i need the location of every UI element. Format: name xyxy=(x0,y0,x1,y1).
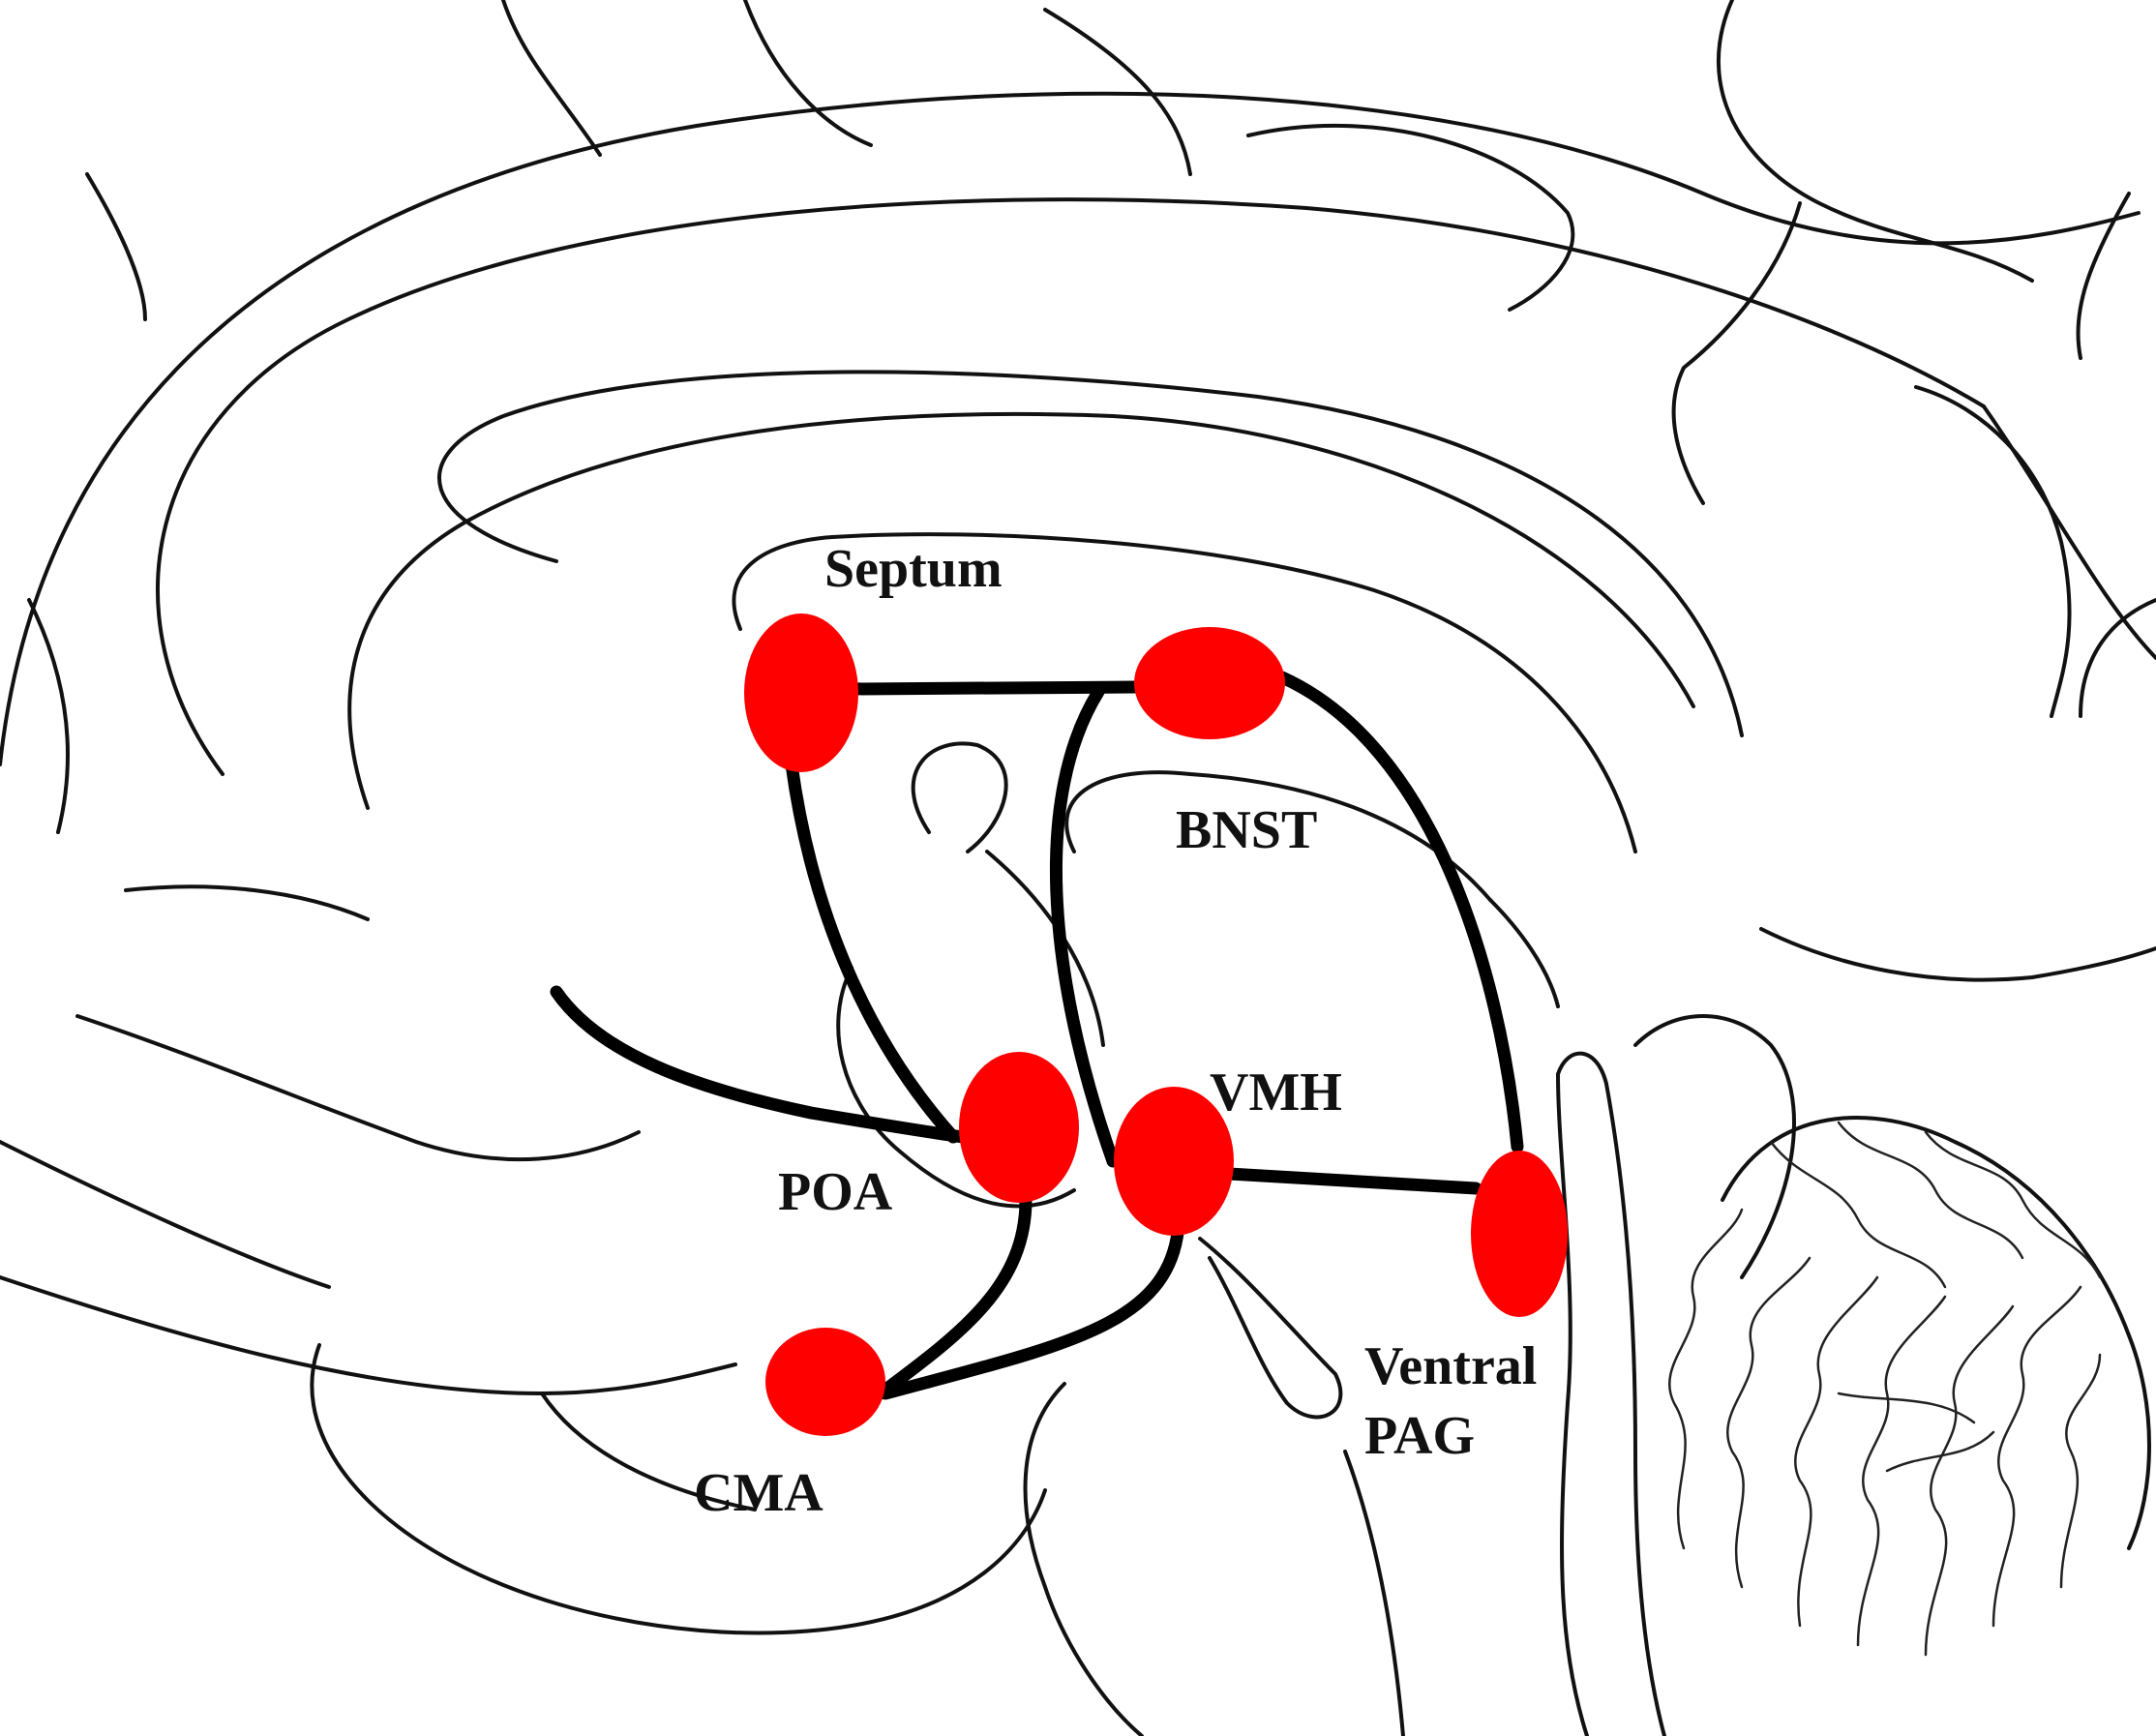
sulcus-11 xyxy=(124,884,370,921)
cortex-outer-arc xyxy=(0,91,2141,766)
folia-8 xyxy=(1769,1140,1947,1289)
label-bnst: BNST xyxy=(1176,800,1317,860)
nucleus-poa[interactable] xyxy=(959,1052,1079,1203)
label-cma: CMA xyxy=(694,1463,823,1523)
label-ventral-pag-line2: PAG xyxy=(1364,1406,1475,1466)
pituitary-stalk xyxy=(1198,1237,1343,1420)
label-ventral-pag-line1: Ventral xyxy=(1364,1336,1537,1396)
aqueduct-left xyxy=(1556,1072,1589,1736)
folia-7 xyxy=(2059,1353,2102,1589)
corpus-callosum-lower xyxy=(732,532,1637,853)
cingulate-inner-arc xyxy=(347,411,1695,810)
sulcus-5 xyxy=(1716,0,2034,283)
folia-arbor xyxy=(1837,1392,1995,1473)
label-poa: POA xyxy=(778,1162,893,1222)
temporal-inner xyxy=(540,1392,757,1512)
neural-pathways xyxy=(550,671,1524,1400)
occipital-line xyxy=(1982,404,2156,660)
orbital-line xyxy=(0,1140,331,1289)
nucleus-bnst[interactable] xyxy=(1134,627,1285,739)
tectum-line xyxy=(1488,898,1560,1008)
folia-6 xyxy=(1991,1285,2082,1628)
tentorium-line xyxy=(1759,927,2156,982)
pathway-septum-poa xyxy=(785,758,960,1144)
nucleus-vmh[interactable] xyxy=(1114,1087,1234,1236)
sulcus-10 xyxy=(85,172,147,321)
cerebellum-folia xyxy=(1668,1121,2102,1657)
pathway-vmh-vpag xyxy=(1222,1167,1482,1195)
label-vmh: VMH xyxy=(1210,1063,1342,1122)
pons-back xyxy=(1633,1014,1796,1279)
cingulate-outer-arc xyxy=(156,197,1986,776)
folia-1 xyxy=(1668,1208,1744,1550)
pathway-septum-bnst xyxy=(845,680,1141,696)
folia-2 xyxy=(1726,1256,1812,1589)
sulcus-12 xyxy=(27,598,70,834)
nuclei xyxy=(744,614,1568,1436)
pathway-vmh-cma xyxy=(879,1217,1185,1400)
frontal-base-line xyxy=(0,1275,737,1395)
sulcus-4 xyxy=(1246,124,1575,312)
folia-3 xyxy=(1794,1275,1879,1628)
sulcus-9 xyxy=(2079,598,2156,718)
sulcus-8 xyxy=(1914,385,2072,718)
labels: Septum BNST POA VMH CMA Ventral PAG xyxy=(694,539,1537,1523)
sulcus-2 xyxy=(743,0,873,147)
sulcus-1 xyxy=(501,0,602,157)
pathway-poa-cma xyxy=(874,1193,1033,1400)
cerebellum-outer xyxy=(1721,1116,2151,1550)
midbrain-outline xyxy=(1023,1382,1144,1736)
label-septum: Septum xyxy=(824,539,1003,599)
fornix-curve xyxy=(1064,770,1492,902)
aqueduct-top xyxy=(1556,1051,1608,1086)
pathway-bnst-vpag xyxy=(1275,671,1524,1153)
nucleus-cma[interactable] xyxy=(765,1328,885,1436)
folia-4 xyxy=(1856,1295,1947,1647)
brainstem-front xyxy=(1343,1450,1405,1736)
nucleus-septum[interactable] xyxy=(744,614,858,772)
gyrus-rectus-line xyxy=(75,1014,641,1162)
folia-10 xyxy=(1924,1130,2102,1279)
folia-5 xyxy=(1924,1304,2015,1657)
corpus-callosum-upper xyxy=(437,370,1744,737)
folia-9 xyxy=(1837,1121,2024,1260)
pathway-bnst-vmh xyxy=(1050,685,1120,1168)
sulcus-7 xyxy=(1671,201,1802,505)
temporal-lobe xyxy=(310,1343,1047,1635)
sulcus-6 xyxy=(2076,192,2131,360)
nucleus-ventral-pag[interactable] xyxy=(1471,1151,1568,1317)
thalamus-outline xyxy=(911,741,1008,853)
aqueduct-right xyxy=(1604,1082,1666,1736)
pathway-olfactory-poa xyxy=(550,985,970,1144)
sulcus-3 xyxy=(1043,8,1192,176)
